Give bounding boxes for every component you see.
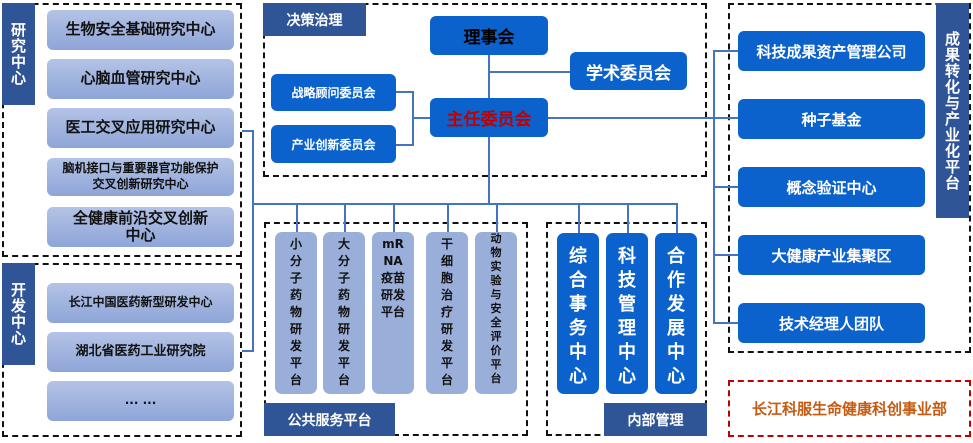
transformation-group xyxy=(728,3,971,353)
internal-cooperation[interactable]: 合作发展中心 xyxy=(655,233,697,394)
connector-t2 xyxy=(713,186,738,188)
connector-t4 xyxy=(713,322,738,324)
public-platform-tag: 公共服务平台 xyxy=(264,403,395,436)
connector-main-bus xyxy=(252,203,678,205)
research-item-onehealth[interactable]: 全健康前沿交叉创新中心 xyxy=(47,207,234,247)
internal-general-affairs[interactable]: 综合事务中心 xyxy=(557,233,599,394)
connector-director-down xyxy=(488,137,490,204)
connector-committee-to-director xyxy=(412,117,430,119)
platform-stem-cell[interactable]: 干细胞治疗研发平台 xyxy=(426,232,468,394)
strategy-committee-node[interactable]: 战略顾问委员会 xyxy=(271,74,396,111)
connector-drop-p4 xyxy=(496,203,498,232)
research-center-group xyxy=(2,3,242,257)
internal-tech-management[interactable]: 科技管理中心 xyxy=(606,233,648,394)
academic-committee-node[interactable]: 学术委员会 xyxy=(570,52,687,90)
connector-drop-i2 xyxy=(676,203,678,233)
connector-t1 xyxy=(713,117,738,119)
board-node[interactable]: 理事会 xyxy=(430,16,548,55)
connector-t0 xyxy=(713,50,738,52)
platform-large-molecule[interactable]: 大分子药物研发平台 xyxy=(323,232,365,394)
transformation-asset-company[interactable]: 科技成果资产管理公司 xyxy=(738,31,925,71)
development-item-hubei[interactable]: 湖北省医药工业研究院 xyxy=(47,332,234,372)
platform-animal-safety[interactable]: 动物实验与安全评价平台 xyxy=(475,232,517,394)
transformation-poc-center[interactable]: 概念验证中心 xyxy=(738,167,925,207)
governance-group xyxy=(263,3,707,177)
research-center-tag: 研究中心 xyxy=(2,3,35,105)
development-center-tag: 开发中心 xyxy=(2,263,35,365)
connector-academic xyxy=(488,71,570,73)
connector-drop-p2 xyxy=(393,203,395,232)
connector-drop-i1 xyxy=(627,203,629,233)
division-label-box: 长江科服生命健康科创事业部 xyxy=(728,380,971,437)
connector-director-right xyxy=(548,117,714,119)
transformation-seed-fund[interactable]: 种子基金 xyxy=(738,99,925,139)
connector-left-research xyxy=(242,130,253,132)
research-item-bci[interactable]: 脑机接口与重要器官功能保护交叉创新研究中心 xyxy=(47,158,234,196)
connector-industry xyxy=(396,144,413,146)
director-committee-node[interactable]: 主任委员会 xyxy=(430,98,548,137)
connector-left-development xyxy=(242,350,253,352)
transformation-health-cluster[interactable]: 大健康产业集聚区 xyxy=(738,235,925,275)
connector-strategy xyxy=(396,91,413,93)
governance-tag: 决策治理 xyxy=(263,3,366,36)
transformation-tag: 成果转化与产业化平台 xyxy=(936,3,969,218)
connector-t3 xyxy=(713,254,738,256)
development-item-more[interactable]: ... ... xyxy=(47,381,234,421)
research-item-medeng[interactable]: 医工交叉应用研究中心 xyxy=(47,108,234,148)
platform-mrna-vaccine-label: mRNA疫苗研发平台 xyxy=(381,237,406,319)
platform-mrna-vaccine[interactable]: mRNA疫苗研发平台 xyxy=(372,232,414,394)
connector-drop-p3 xyxy=(447,203,449,232)
public-platform-group xyxy=(264,222,528,436)
connector-board-director xyxy=(488,55,490,98)
research-item-biosafety[interactable]: 生物安全基础研究中心 xyxy=(47,10,234,50)
industry-committee-node[interactable]: 产业创新委员会 xyxy=(271,125,396,163)
platform-small-molecule[interactable]: 小分子药物研发平台 xyxy=(275,232,317,394)
research-item-cardio[interactable]: 心脑血管研究中心 xyxy=(47,59,234,99)
internal-management-tag: 内部管理 xyxy=(604,403,707,436)
transformation-manager-team[interactable]: 技术经理人团队 xyxy=(738,303,925,343)
division-label: 长江科服生命健康科创事业部 xyxy=(751,400,947,418)
development-item-changjiang[interactable]: 长江中国医药新型研发中心 xyxy=(47,283,234,323)
connector-drop-i0 xyxy=(578,203,580,233)
connector-left-bus xyxy=(252,130,254,352)
connector-drop-p0 xyxy=(296,203,298,232)
connector-drop-p1 xyxy=(344,203,346,232)
